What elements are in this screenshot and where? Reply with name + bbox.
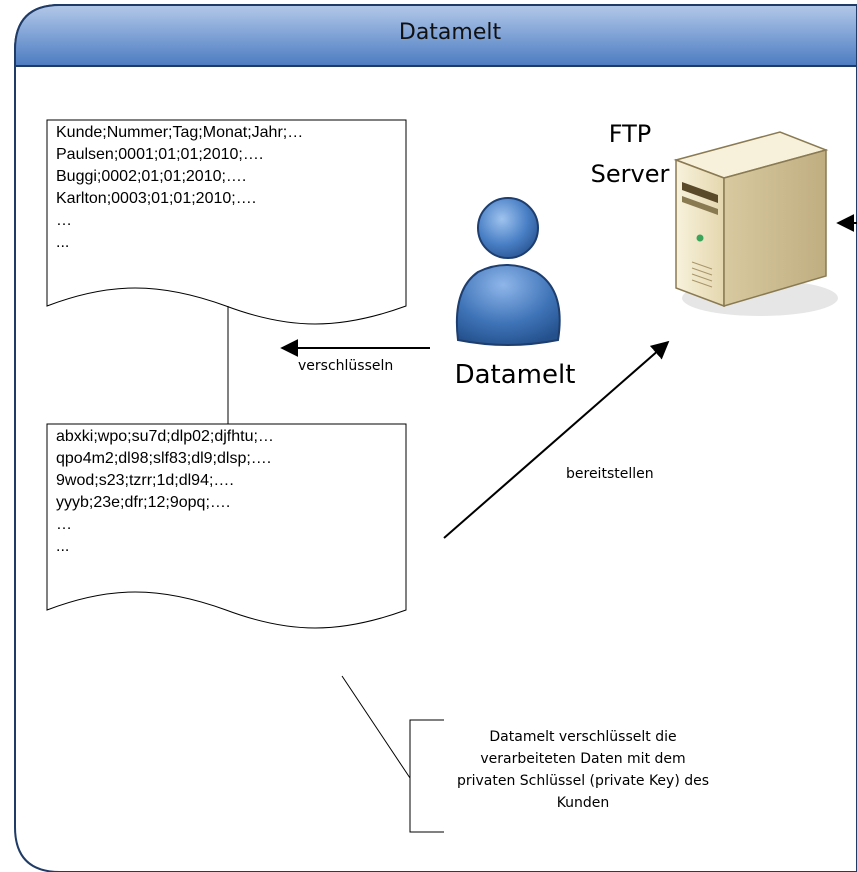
note-leader <box>341 675 411 779</box>
encrypted-line: yyyb;23e;dfr;12;9opq;…. <box>56 494 231 511</box>
person-icon <box>455 197 561 346</box>
server-label-line2: Server <box>590 160 670 188</box>
note-line: verarbeiteten Daten mit dem <box>480 751 686 767</box>
plain-line: … <box>56 212 72 229</box>
encrypted-line: abxki;wpo;su7d;dlp02;djfhtu;… <box>56 428 274 445</box>
note-line: Kunden <box>556 795 610 811</box>
encrypted-line: ... <box>56 538 70 555</box>
provide-arrow <box>443 340 670 539</box>
encrypted-document-text: abxki;wpo;su7d;dlp02;djfhtu;… qpo4m2;dl9… <box>56 426 274 558</box>
plain-line: Kunde;Nummer;Tag;Monat;Jahr;… <box>56 124 304 141</box>
plain-document-shape <box>46 119 407 325</box>
note-line: Datamelt verschlüsselt die <box>489 729 677 745</box>
note-line: privaten Schlüssel (private Key) des <box>456 773 710 789</box>
plain-document-text: Kunde;Nummer;Tag;Monat;Jahr;… Paulsen;00… <box>56 122 303 254</box>
plain-line: Karlton;0003;01;01;2010;…. <box>56 190 257 207</box>
encrypted-line: 9wod;s23;tzrr;1d;dl94;…. <box>56 472 234 489</box>
server-label-line1: FTP <box>608 120 652 148</box>
encrypted-document-shape <box>46 423 407 629</box>
note-text: Datamelt verschlüsselt die verarbeiteten… <box>418 726 748 814</box>
plain-line: Paulsen;0001;01;01;2010;…. <box>56 146 264 163</box>
person-label: Datamelt <box>454 360 576 390</box>
provide-label: bereitstellen <box>566 466 654 482</box>
diagram-title: Datamelt <box>398 20 502 45</box>
plain-line: ... <box>56 234 70 251</box>
encrypted-line: qpo4m2;dl98;slf83;dl9;dlsp;…. <box>56 450 272 467</box>
encrypt-label: verschlüsseln <box>298 358 394 374</box>
note-bracket <box>409 719 444 833</box>
encrypted-line: … <box>56 516 72 533</box>
plain-line: Buggi;0002;01;01;2010;…. <box>56 168 247 185</box>
ftp-server-icon <box>673 131 838 316</box>
